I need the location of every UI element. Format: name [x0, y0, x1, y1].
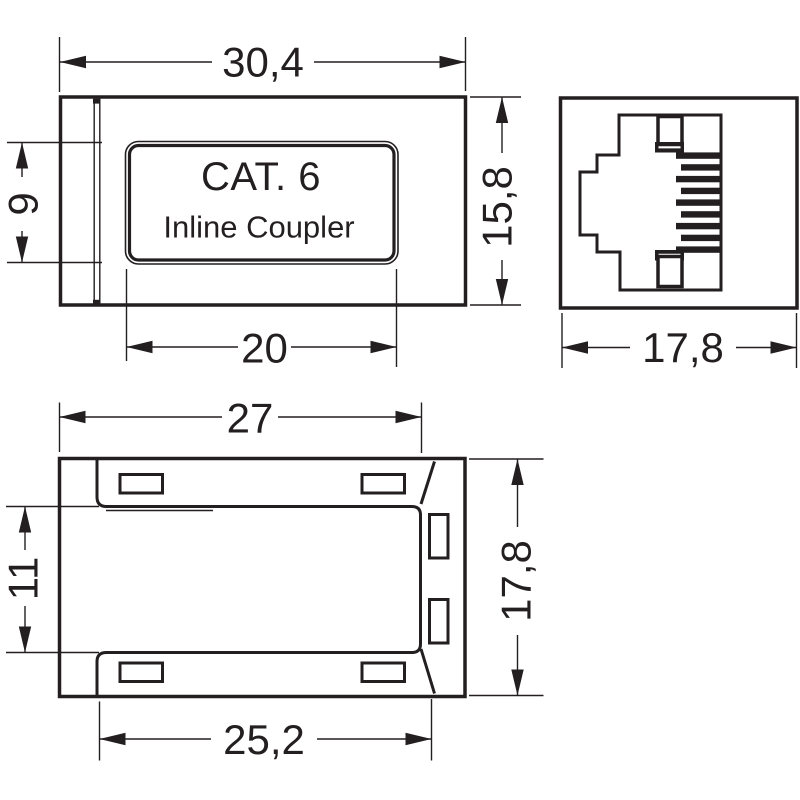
- side-slot-lower: [428, 598, 450, 645]
- arrowhead-up: [18, 506, 32, 533]
- arrowhead-right: [405, 732, 432, 746]
- rj45-bottom-key: [655, 250, 684, 289]
- dim-text-top-inner-height: 11: [0, 557, 47, 601]
- arrowhead-left: [562, 341, 588, 354]
- contact-bar: [681, 234, 720, 242]
- text-backing: [478, 153, 516, 260]
- arrowhead-left: [60, 55, 86, 69]
- text-backing: [3, 550, 42, 606]
- dim-top-bottom-width: 25,2: [98, 699, 433, 763]
- front-outline: [58, 95, 468, 307]
- text-backing: [222, 398, 278, 437]
- rj45-opening: [578, 113, 723, 292]
- label-line2: Inline Coupler: [163, 210, 354, 245]
- dim-top-height: 17,8: [469, 458, 544, 697]
- arrowhead-right: [439, 55, 466, 69]
- side-slot-upper: [428, 513, 450, 560]
- arrowhead-right: [370, 340, 397, 354]
- dim-front-height: 15,8: [470, 96, 521, 306]
- key-square-top: [656, 114, 684, 149]
- end-view-outline: [558, 96, 799, 310]
- dim-end-width: 17,8: [561, 313, 798, 371]
- dim-text-top-bottom-width: 25,2: [223, 716, 305, 763]
- arrowhead-left: [59, 410, 86, 424]
- mount-slot-bottom-right: [360, 661, 406, 683]
- label-plate-inner-border: [127, 143, 396, 262]
- contact-bar: [676, 175, 720, 183]
- text-backing: [497, 527, 536, 635]
- seam-cap-bottom: [93, 299, 101, 305]
- arrowhead-right: [395, 410, 422, 424]
- contact-bar: [676, 152, 720, 159]
- contact-bar: [676, 246, 720, 253]
- dim-front-width: 30,4: [58, 37, 467, 92]
- seam-line: [93, 98, 101, 305]
- arrowhead-left: [126, 340, 153, 354]
- dim-text-label-height: 9: [0, 192, 47, 215]
- mount-slot-top-right: [360, 473, 406, 495]
- dim-text-end-width: 17,8: [642, 324, 724, 371]
- arrowhead-up: [511, 459, 524, 485]
- text-backing: [238, 329, 291, 367]
- rj45-top-key: [655, 114, 684, 153]
- arrowhead-down: [18, 626, 32, 653]
- arrowhead-down: [495, 279, 509, 305]
- rj45-contact-bars: [676, 152, 720, 253]
- contact-bar: [681, 187, 720, 195]
- chamfer-top: [419, 461, 436, 505]
- top-inner-contour: [95, 459, 422, 696]
- label-plate-outer-border: [124, 140, 399, 265]
- dim-text-label-width: 20: [241, 325, 288, 372]
- arrowhead-right: [770, 341, 797, 354]
- arrowhead-left: [99, 732, 126, 746]
- mount-slot-top-left: [118, 473, 164, 495]
- mount-slot-bottom-left: [118, 661, 164, 683]
- seam-cap-top: [93, 98, 101, 104]
- key-square-bottom: [656, 254, 684, 289]
- dim-top-width: 27: [58, 395, 423, 453]
- arrowhead-down: [511, 669, 524, 696]
- contact-bar: [676, 222, 720, 230]
- contact-bar: [676, 199, 720, 206]
- arrowhead-up: [495, 97, 509, 123]
- front-view: CAT. 6 Inline Coupler: [58, 95, 468, 307]
- dim-top-inner-height: 11: [0, 505, 99, 654]
- text-backing: [4, 177, 43, 231]
- dim-text-front-width: 30,4: [222, 39, 304, 86]
- arrowhead-up: [15, 142, 29, 169]
- text-backing: [211, 719, 317, 759]
- dim-text-top-height: 17,8: [493, 540, 540, 622]
- text-backing: [212, 43, 314, 81]
- text-backing: [630, 328, 736, 367]
- label-line1: CAT. 6: [201, 155, 321, 199]
- dim-label-height: 9: [0, 141, 102, 264]
- end-view: [558, 96, 799, 310]
- top-outline: [57, 456, 467, 699]
- chamfer-bottom: [419, 648, 436, 694]
- contact-bar: [681, 164, 720, 171]
- contact-bar: [681, 211, 720, 218]
- label-plate: CAT. 6 Inline Coupler: [124, 140, 399, 265]
- dim-text-top-width: 27: [227, 395, 274, 442]
- dim-label-width: 20: [125, 269, 398, 372]
- arrowhead-down: [15, 236, 29, 263]
- top-view: [57, 456, 467, 699]
- dim-text-front-height: 15,8: [474, 166, 521, 248]
